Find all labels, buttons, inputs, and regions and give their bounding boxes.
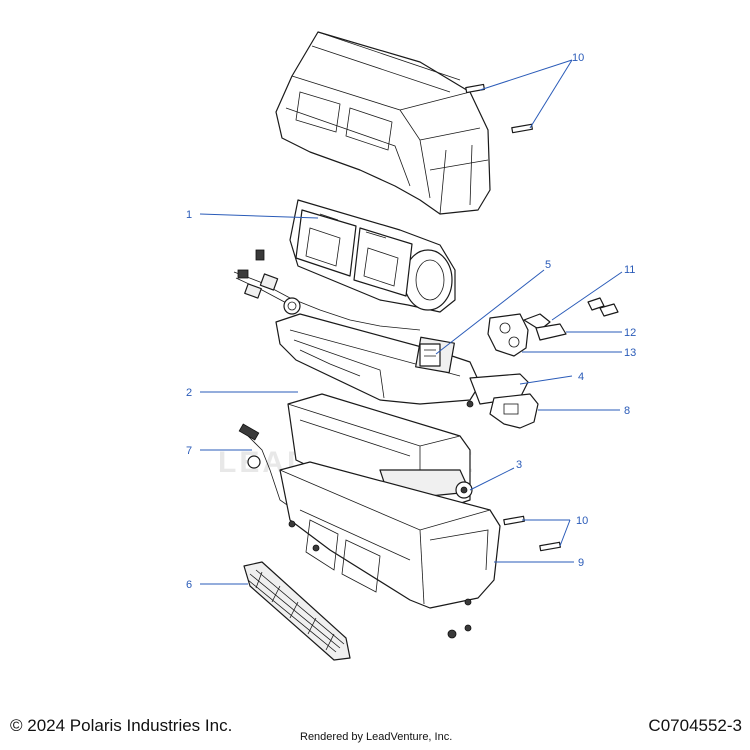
air-filter-grille <box>243 561 351 661</box>
seal-plate <box>487 313 529 357</box>
callout-12: 12 <box>624 327 636 339</box>
wiring-harness <box>233 249 421 331</box>
callout-13: 13 <box>624 347 636 359</box>
hose-fittings <box>523 297 619 341</box>
rendered-by-text: Rendered by LeadVenture, Inc. <box>300 731 453 743</box>
callout-5: 5 <box>545 259 551 271</box>
lower-housing <box>279 461 501 639</box>
actuator <box>419 343 441 367</box>
pins <box>465 83 561 552</box>
callout-9: 9 <box>578 557 584 569</box>
mounting-bracket <box>489 393 539 429</box>
callout-10-bottom: 10 <box>576 515 588 527</box>
blower-motor-assembly <box>289 199 456 313</box>
callout-1: 1 <box>186 209 192 221</box>
callout-6: 6 <box>186 579 192 591</box>
figure-id: C0704552-3 <box>648 716 742 735</box>
callout-8: 8 <box>624 405 630 417</box>
callout-2: 2 <box>186 387 192 399</box>
copyright-text: © 2024 Polaris Industries Inc. <box>10 716 233 735</box>
top-cover-housing <box>275 31 491 215</box>
leader-lines <box>199 59 623 585</box>
callout-3: 3 <box>516 459 522 471</box>
callout-4: 4 <box>578 371 584 383</box>
callout-7: 7 <box>186 445 192 457</box>
callout-10-top: 10 <box>572 52 584 64</box>
callout-11: 11 <box>624 264 635 276</box>
heater-core-frame <box>275 313 485 408</box>
